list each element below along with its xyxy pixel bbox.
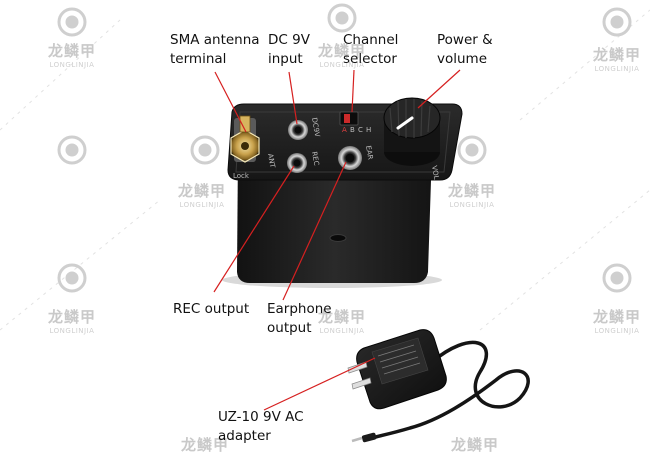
watermark: 龙鳞甲 LONGLINJIA — [572, 44, 650, 73]
dc-jack — [288, 120, 308, 140]
watermark-logo-marks — [57, 3, 632, 293]
receiver-unit — [222, 97, 463, 288]
callout-sma-line2: terminal — [170, 51, 227, 67]
watermark-en: LONGLINJIA — [449, 201, 495, 209]
earphone-jack — [338, 146, 362, 170]
leader-channel — [351, 69, 355, 113]
mark-dc9v: DC9V — [310, 117, 321, 138]
callout-power-volume: Power & volume — [437, 31, 493, 69]
watermark-en: LONGLINJIA — [49, 61, 95, 69]
watermark-lines — [0, 9, 650, 331]
watermark: 龙鳞甲 LONGLINJIA — [157, 180, 247, 209]
callout-channel-selector: Channel selector — [343, 31, 398, 69]
callout-earphone-line1: Earphone — [267, 301, 332, 317]
mark-ear: EAR — [364, 145, 374, 160]
watermark-cn: 龙鳞甲 — [450, 436, 499, 454]
watermark-cn: 龙鳞甲 — [592, 46, 641, 64]
mark-vol: VOL — [430, 165, 440, 180]
volume-knob — [383, 97, 441, 166]
callout-channel-line1: Channel — [343, 32, 399, 48]
leader-rec — [213, 165, 295, 293]
leader-adapter — [263, 357, 376, 411]
callout-adapter-line2: adapter — [218, 428, 271, 444]
callout-power-line2: volume — [437, 51, 488, 67]
watermark: 龙鳞甲 LONGLINJIA — [297, 40, 387, 69]
adapter-prongs — [347, 361, 372, 390]
callout-ac-adapter: UZ-10 9V AC adapter — [218, 408, 304, 446]
watermark: 龙鳞甲 — [430, 434, 520, 455]
watermark-en: LONGLINJIA — [594, 65, 640, 73]
callout-sma-line1: SMA antenna — [170, 32, 260, 48]
adapter-cord — [371, 340, 530, 440]
callout-earphone-output: Earphone output — [267, 300, 332, 338]
panel-markings: ANT Lock DC9V REC EAR VOL A B C H — [233, 117, 440, 180]
callout-dc-line1: DC 9V — [268, 32, 310, 48]
watermark-cn: 龙鳞甲 — [47, 42, 96, 60]
watermark-en: LONGLINJIA — [319, 327, 365, 335]
watermark-en: LONGLINJIA — [594, 327, 640, 335]
watermark-cn: 龙鳞甲 — [180, 436, 229, 454]
mark-rec: REC — [310, 151, 320, 166]
watermark-en: LONGLINJIA — [179, 201, 225, 209]
mark-lock: Lock — [233, 172, 250, 180]
callout-dc-input: DC 9V input — [268, 31, 310, 69]
watermark-cn: 龙鳞甲 — [592, 308, 641, 326]
watermark-cn: 龙鳞甲 — [317, 42, 366, 60]
watermark: 龙鳞甲 LONGLINJIA — [27, 40, 117, 69]
receiver-body — [237, 150, 432, 283]
mark-channel-h: H — [366, 126, 371, 134]
watermark: 龙鳞甲 LONGLINJIA — [27, 306, 117, 335]
watermark: 龙鳞甲 LONGLINJIA — [297, 306, 387, 335]
watermark-cn: 龙鳞甲 — [447, 182, 496, 200]
callout-dc-line2: input — [268, 51, 303, 67]
watermark-cn: 龙鳞甲 — [317, 308, 366, 326]
leader-dc — [288, 71, 298, 125]
leader-earphone — [282, 161, 347, 301]
callout-earphone-line2: output — [267, 320, 312, 336]
channel-switch — [339, 111, 359, 126]
clip-hole — [329, 234, 347, 242]
callout-power-line1: Power & — [437, 32, 493, 48]
rec-jack — [287, 153, 307, 173]
watermark-cn: 龙鳞甲 — [177, 182, 226, 200]
watermark: 龙鳞甲 LONGLINJIA — [427, 180, 517, 209]
leader-power — [417, 69, 461, 109]
callout-sma-antenna: SMA antenna terminal — [170, 31, 260, 69]
callout-rec-line1: REC output — [173, 301, 250, 317]
mark-channel-b: B — [350, 126, 355, 134]
callout-adapter-line1: UZ-10 9V AC — [218, 409, 304, 425]
watermark: 龙鳞甲 LONGLINJIA — [572, 306, 650, 335]
mark-ant: ANT — [266, 153, 276, 169]
callout-channel-line2: selector — [343, 51, 397, 67]
leader-sma — [214, 71, 247, 133]
watermark: 龙鳞甲 — [160, 434, 250, 455]
watermark-en: LONGLINJIA — [319, 61, 365, 69]
mark-channel-a: A — [342, 126, 347, 134]
callout-rec-output: REC output — [173, 300, 249, 319]
watermark-en: LONGLINJIA — [49, 327, 95, 335]
mark-channel-c: C — [358, 126, 363, 134]
watermark-cn: 龙鳞甲 — [47, 308, 96, 326]
leader-lines — [213, 69, 461, 411]
ac-adapter — [347, 329, 530, 443]
sma-connector — [230, 115, 260, 163]
